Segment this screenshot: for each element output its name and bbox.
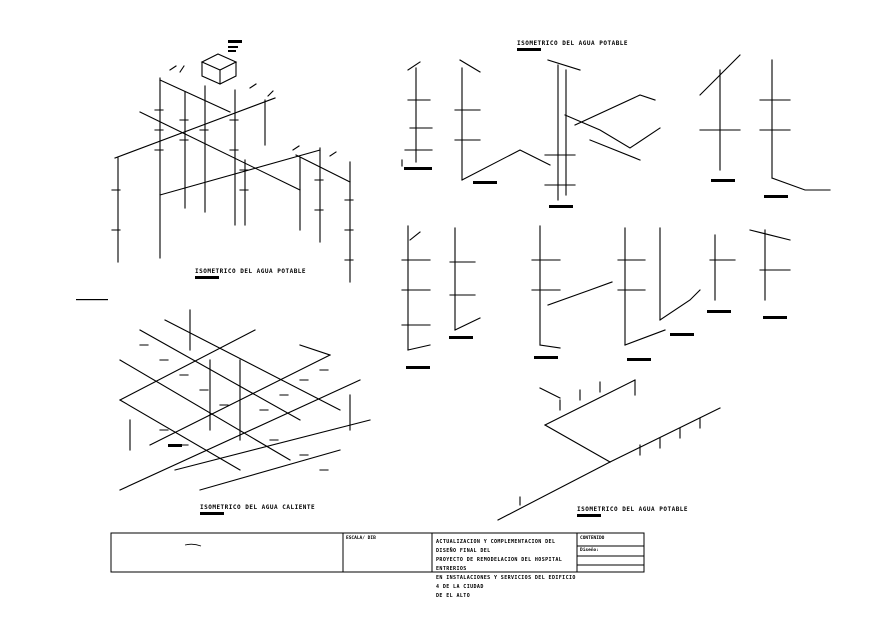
iso-caliente — [119, 309, 371, 491]
iso-title-potable-bottom-right: ISOMETRICO DEL AGUA POTABLE — [577, 506, 688, 517]
iso-title-potable-top-right: ISOMETRICO DEL AGUA POTABLE — [517, 40, 628, 51]
iso-potable-2 — [401, 54, 831, 201]
project-line-4: DE EL ALTO — [436, 593, 471, 599]
project-line-2: PROYECTO DE REMODELACION DEL HOSPITAL EN… — [436, 557, 563, 572]
title-block-design-label: Diseño: — [580, 548, 599, 553]
title-block-project-description: ACTUALIZACION Y COMPLEMENTACION DEL DISE… — [436, 538, 576, 601]
iso-potable-3 — [497, 379, 721, 521]
iso-title-potable-top-left: ISOMETRICO DEL AGUA POTABLE — [195, 268, 306, 279]
project-line-1: ACTUALIZACION Y COMPLEMENTACION DEL DISE… — [436, 539, 556, 554]
title-block-scale-label: ESCALA/ DIB — [346, 536, 376, 541]
iso-potable-middle — [401, 225, 791, 351]
title-block-contents-label: CONTENIDO — [580, 536, 605, 541]
iso-title-caliente: ISOMETRICO DEL AGUA CALIENTE — [200, 504, 315, 515]
iso-potable-1 — [111, 53, 354, 283]
project-line-3: EN INSTALACIONES Y SERVICIOS DEL EDIFICI… — [436, 575, 576, 590]
